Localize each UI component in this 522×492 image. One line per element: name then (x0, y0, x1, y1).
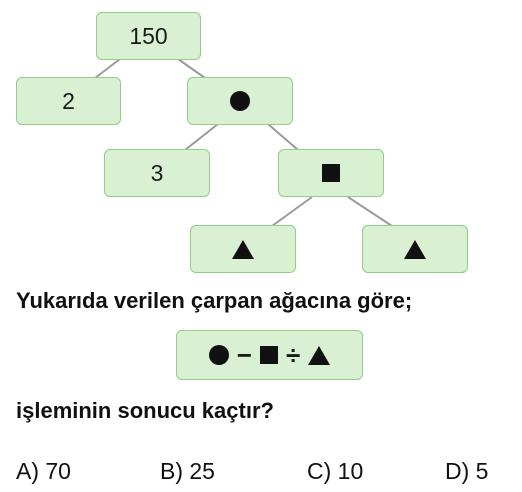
tree-square-node (278, 149, 384, 197)
divide-operator: ÷ (285, 339, 301, 370)
tree-left-value-1: 2 (62, 87, 75, 114)
edge-root-left (94, 58, 121, 79)
tree-leaf-triangle-2 (362, 225, 468, 273)
option-b[interactable]: B) 25 (160, 458, 215, 484)
minus-operator: − (236, 339, 252, 370)
question-line-1: Yukarıda verilen çarpan ağacına göre; (16, 288, 413, 313)
triangle-icon (232, 239, 254, 259)
edge-circle-left (184, 123, 219, 151)
square-icon (259, 346, 278, 364)
edge-circle-right (267, 123, 299, 151)
edge-root-right (177, 58, 206, 79)
edge-square-left (271, 196, 313, 227)
option-d[interactable]: D) 5 (445, 458, 489, 484)
tree-left-node-1: 2 (16, 77, 121, 125)
question-line-2: işleminin sonucu kaçtır? (16, 398, 274, 423)
tree-left-node-2: 3 (104, 149, 210, 197)
triangle-icon (404, 239, 426, 259)
tree-leaf-triangle-1 (190, 225, 296, 273)
tree-root-node: 150 (96, 12, 201, 60)
expression-box: − ÷ (176, 330, 363, 380)
tree-lines (94, 58, 393, 227)
option-c[interactable]: C) 10 (307, 458, 364, 484)
circle-icon (208, 345, 229, 365)
square-icon (322, 164, 340, 182)
option-a[interactable]: A) 70 (16, 458, 71, 484)
triangle-icon (308, 345, 331, 365)
circle-icon (230, 91, 250, 111)
tree-root-value: 150 (129, 22, 168, 49)
tree-circle-node (187, 77, 293, 125)
tree-left-value-2: 3 (150, 159, 164, 186)
edge-square-right (347, 196, 393, 227)
